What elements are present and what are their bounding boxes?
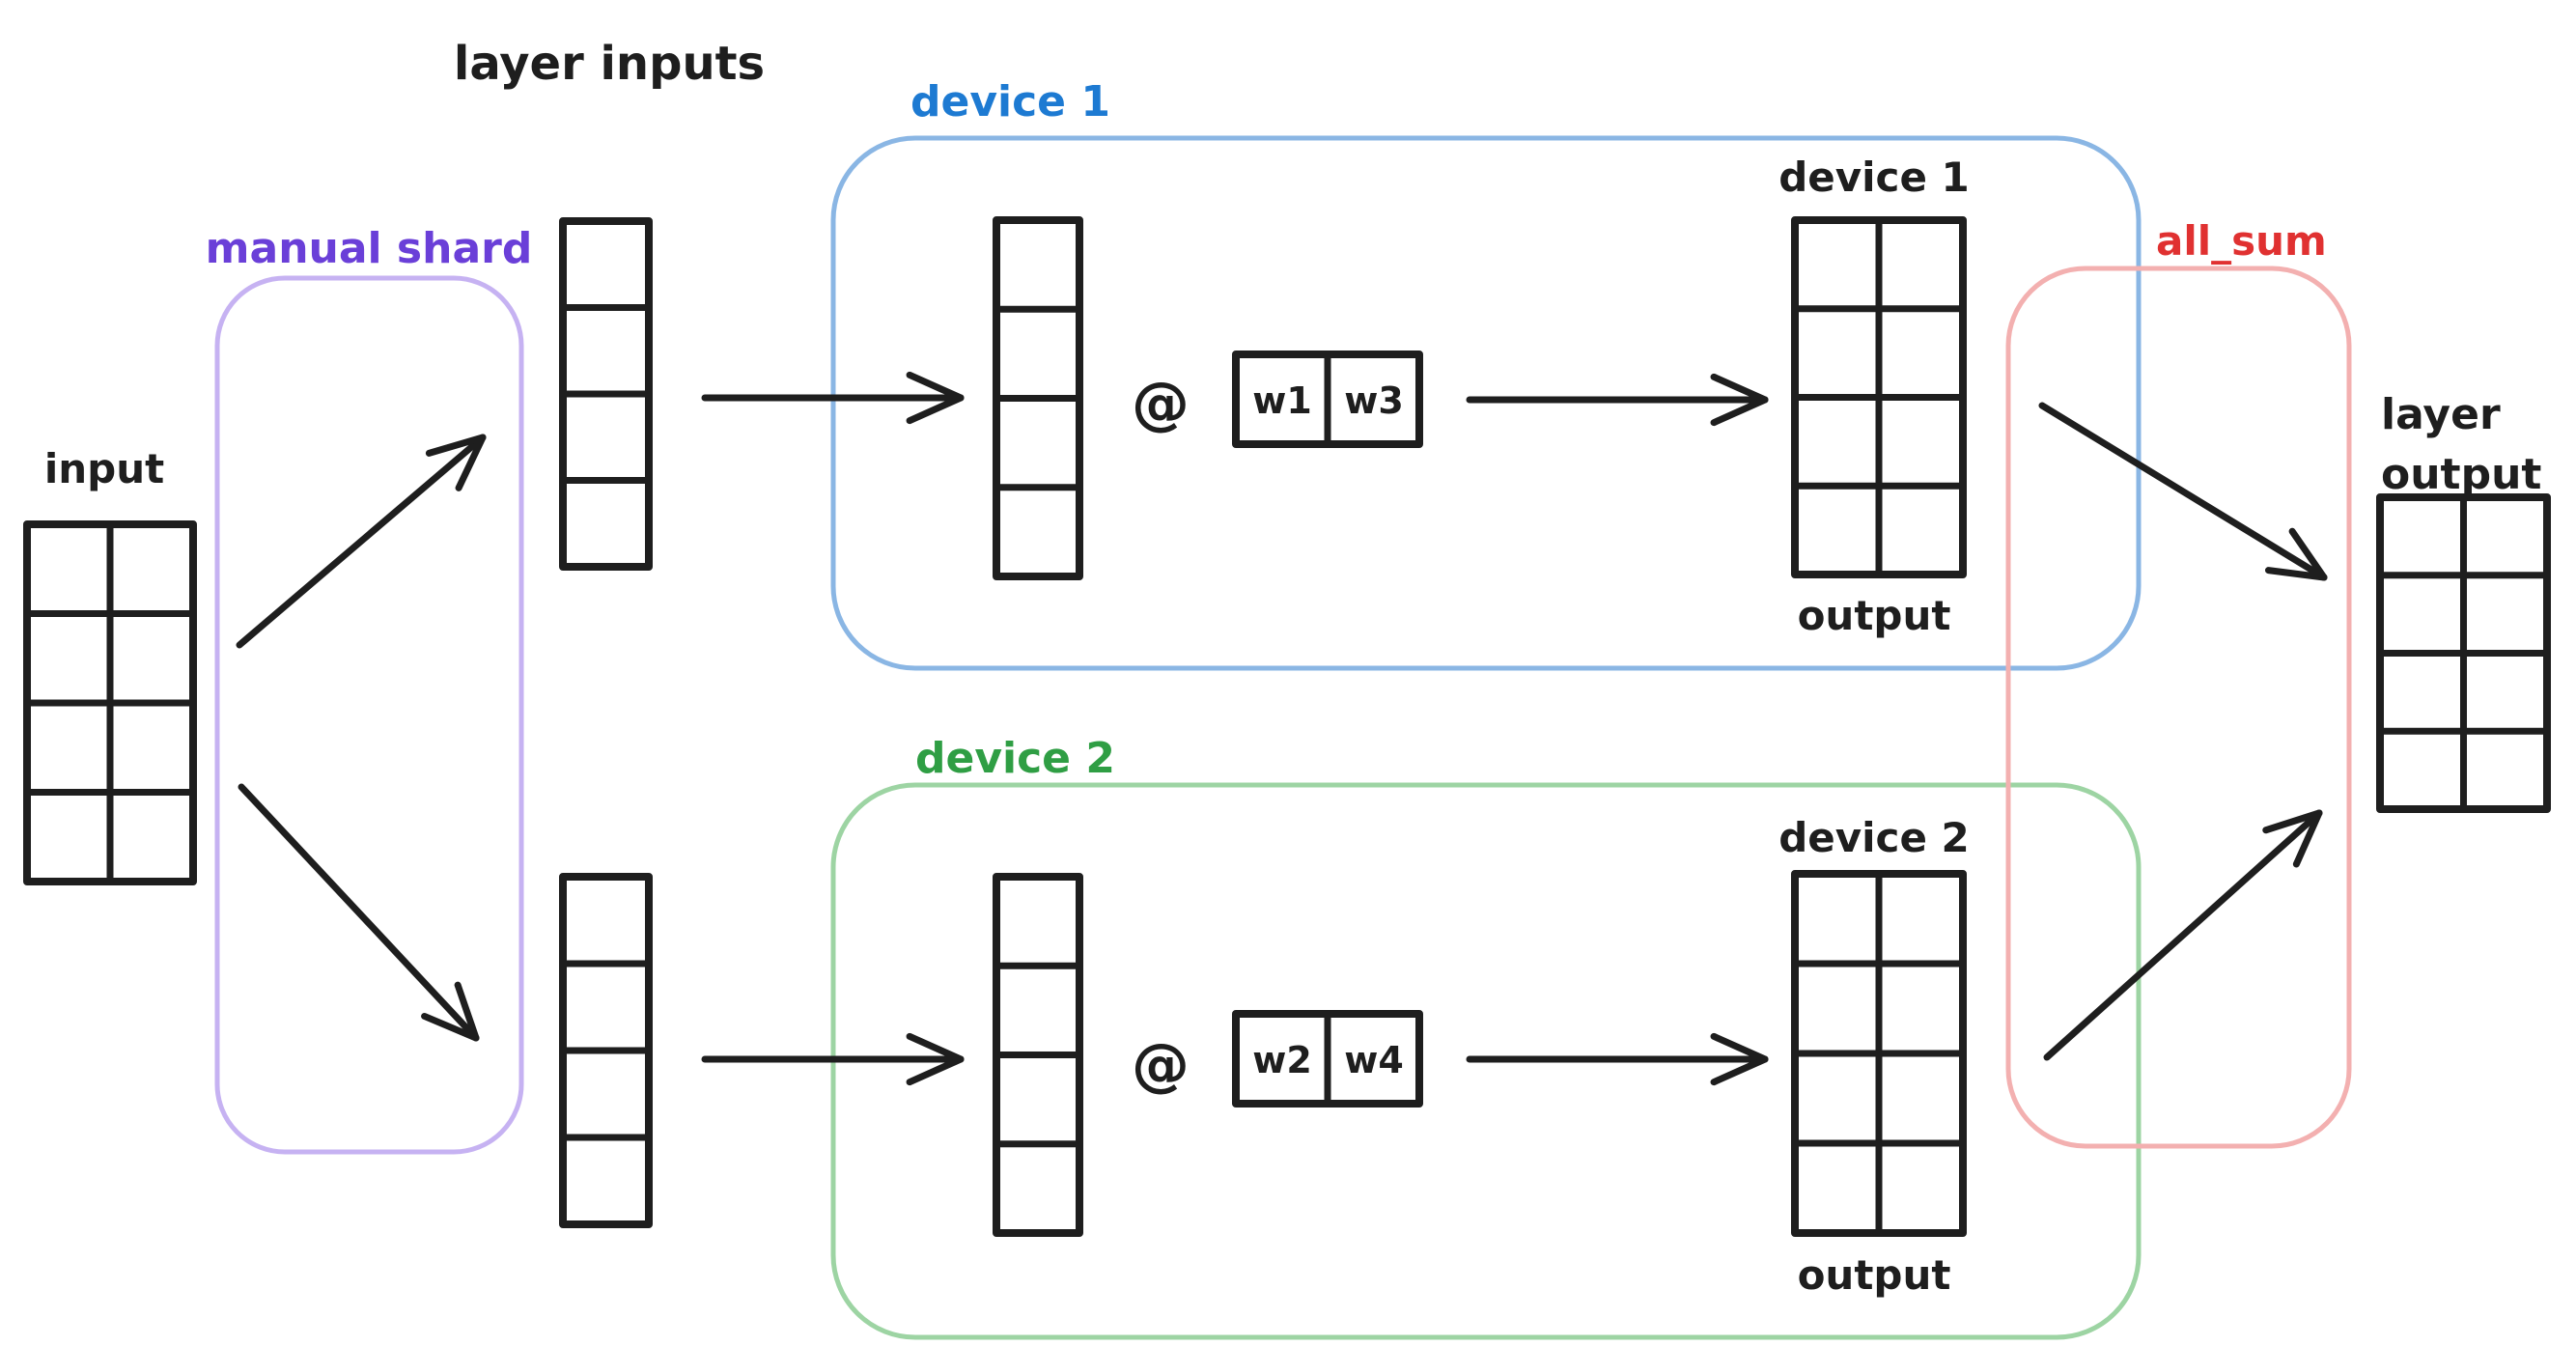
input-to-bottom-shard-arrow <box>238 783 480 1042</box>
all-sum-box <box>2005 266 2352 1149</box>
device2-input-column <box>993 873 1083 1237</box>
top-shard-to-device1-arrow <box>701 371 965 425</box>
layer-input-top <box>559 217 653 571</box>
weight-w4-label: w4 <box>1344 1039 1404 1081</box>
weights-w1-w3 <box>1232 351 1423 448</box>
device1-output-to-layer-output-arrow <box>2038 402 2328 581</box>
device1-box <box>830 135 2142 671</box>
device1-output-caption: output <box>1798 592 1951 639</box>
weight-w1-label: w1 <box>1252 379 1312 422</box>
layer-output-label-line2: output <box>2381 450 2541 499</box>
device1-output-matrix <box>1791 216 1967 578</box>
layer-input-bottom <box>559 873 653 1228</box>
bottom-shard-to-device2-arrow <box>701 1032 965 1086</box>
input-to-top-shard-arrow <box>236 434 487 649</box>
input-matrix <box>23 520 197 885</box>
device2-output-caption: output <box>1798 1251 1951 1299</box>
flow-arrows <box>236 371 2328 1086</box>
device2-output-matrix <box>1791 870 1967 1237</box>
weight-w3-label: w3 <box>1344 379 1404 422</box>
weights-w2-w4 <box>1232 1010 1423 1108</box>
input-label: input <box>44 445 164 492</box>
device2-region-label: device 2 <box>915 734 1115 783</box>
weight-w2-label: w2 <box>1252 1039 1312 1081</box>
device2-matrix-title: device 2 <box>1778 814 1970 861</box>
matrix-grids <box>23 216 2551 1237</box>
device1-input-column <box>993 216 1083 580</box>
layer-output-label-line1: layer <box>2381 390 2501 439</box>
manual-shard-label: manual shard <box>206 224 533 273</box>
all-sum-label: all_sum <box>2156 217 2327 265</box>
device2-matmul-result-arrow <box>1466 1032 1769 1086</box>
manual-shard-box <box>214 275 524 1155</box>
layer-inputs-title: layer inputs <box>454 37 765 91</box>
device1-region-label: device 1 <box>910 77 1110 126</box>
device1-matrix-title: device 1 <box>1778 154 1970 201</box>
device1-matmul-result-arrow <box>1466 373 1769 427</box>
layer-output-matrix <box>2376 493 2551 813</box>
matmul-at-symbol-device2: @ <box>1132 1031 1190 1099</box>
device2-output-to-layer-output-arrow <box>2043 809 2323 1061</box>
matmul-at-symbol-device1: @ <box>1132 370 1190 437</box>
